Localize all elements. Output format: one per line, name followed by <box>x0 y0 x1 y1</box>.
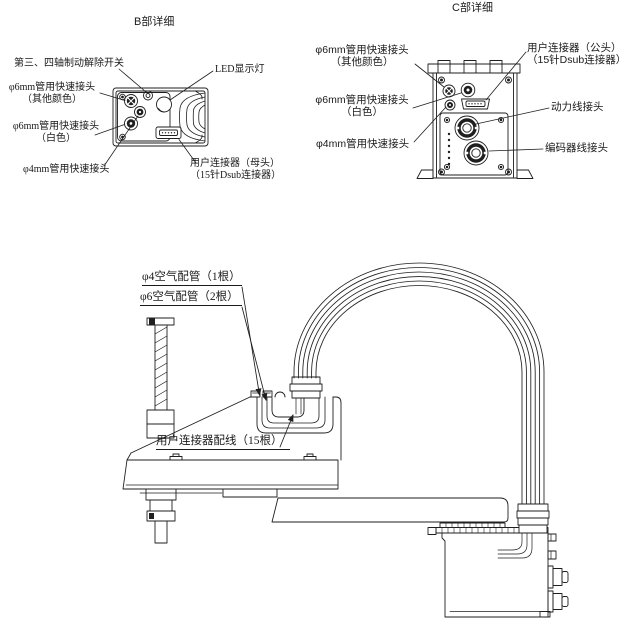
c-detail-title: C部详细 <box>452 2 493 14</box>
c-leader-lines <box>412 51 550 152</box>
c-label-user-connector: 用户连接器（公头） （15针Dsub连接器） <box>527 42 627 67</box>
b-label-brake-switch: 第三、四轴制动解除开关 <box>14 58 124 69</box>
main-label-air-tube-6: φ6空气配管（2根） <box>140 291 242 307</box>
ball-screw-shaft <box>146 317 175 439</box>
b-cable-bend-section <box>179 91 206 143</box>
b-coupling-6mm-white-icon <box>124 116 138 131</box>
main-leader-lines <box>241 286 294 448</box>
c-power-connector-icon <box>454 115 480 141</box>
second-arm <box>122 396 342 498</box>
b-label-user-connector: 用户连接器（母头） （15针Dsub连接器） <box>190 158 282 181</box>
main-label-user-wiring: 用户连接器配线（15根） <box>156 435 290 451</box>
c-plate-screw-icon <box>443 116 505 171</box>
arm-cable-duct <box>250 390 334 434</box>
b-coupling-4mm-icon <box>134 106 146 118</box>
b-label-coupling-6mm-other: φ6mm管用快速接头 （其他颜色） <box>8 82 96 105</box>
robot-side-view-drawing <box>122 262 569 618</box>
base-encoder-connector <box>547 590 569 613</box>
b-coupling-6mm-other-icon <box>124 94 138 108</box>
b-label-led: LED显示灯 <box>215 64 265 75</box>
base <box>427 503 569 618</box>
c-label-coupling-6mm-other: φ6mm管用快速接头 （其他颜色） <box>315 44 409 69</box>
b-dsub-connector-icon <box>155 126 182 139</box>
b-brake-switch-icon <box>143 90 153 101</box>
c-dsub-connector-icon <box>461 98 490 110</box>
base-side-small-connectors <box>547 533 557 560</box>
c-coupling-6mm-other-icon <box>442 84 456 98</box>
main-label-air-tube-4: φ4空气配管（1根） <box>142 271 242 287</box>
base-power-connector <box>547 565 569 589</box>
b-label-coupling-4mm: φ4mm管用快速接头 <box>23 164 110 175</box>
b-detail-title: B部详细 <box>134 16 175 28</box>
c-label-power-cable: 动力线接头 <box>551 101 604 113</box>
c-coupling-6mm-white-icon <box>460 82 476 98</box>
b-leader-lines <box>94 68 214 167</box>
c-label-encoder-cable: 编码器线接头 <box>545 142 608 154</box>
c-coupling-4mm-icon <box>444 99 456 111</box>
c-vent-holes <box>447 132 451 166</box>
quill-shaft <box>145 488 177 544</box>
c-label-coupling-6mm-white: φ6mm管用快速接头 （白色） <box>315 94 409 119</box>
b-label-coupling-6mm-white: φ6mm管用快速接头 （白色） <box>12 121 100 144</box>
c-label-coupling-4mm: φ4mm管用快速接头 <box>316 138 410 150</box>
c-body-screw-icon <box>438 76 512 176</box>
arm-cable-gland <box>289 376 323 399</box>
first-arm <box>271 497 509 528</box>
c-encoder-connector-icon <box>463 140 489 166</box>
base-cable-gland <box>516 503 550 534</box>
b-led-icon <box>156 96 172 113</box>
c-detail-panel-drawing <box>412 51 550 179</box>
cable-bundle-arch <box>293 262 545 506</box>
b-detail-panel-drawing <box>94 68 214 167</box>
